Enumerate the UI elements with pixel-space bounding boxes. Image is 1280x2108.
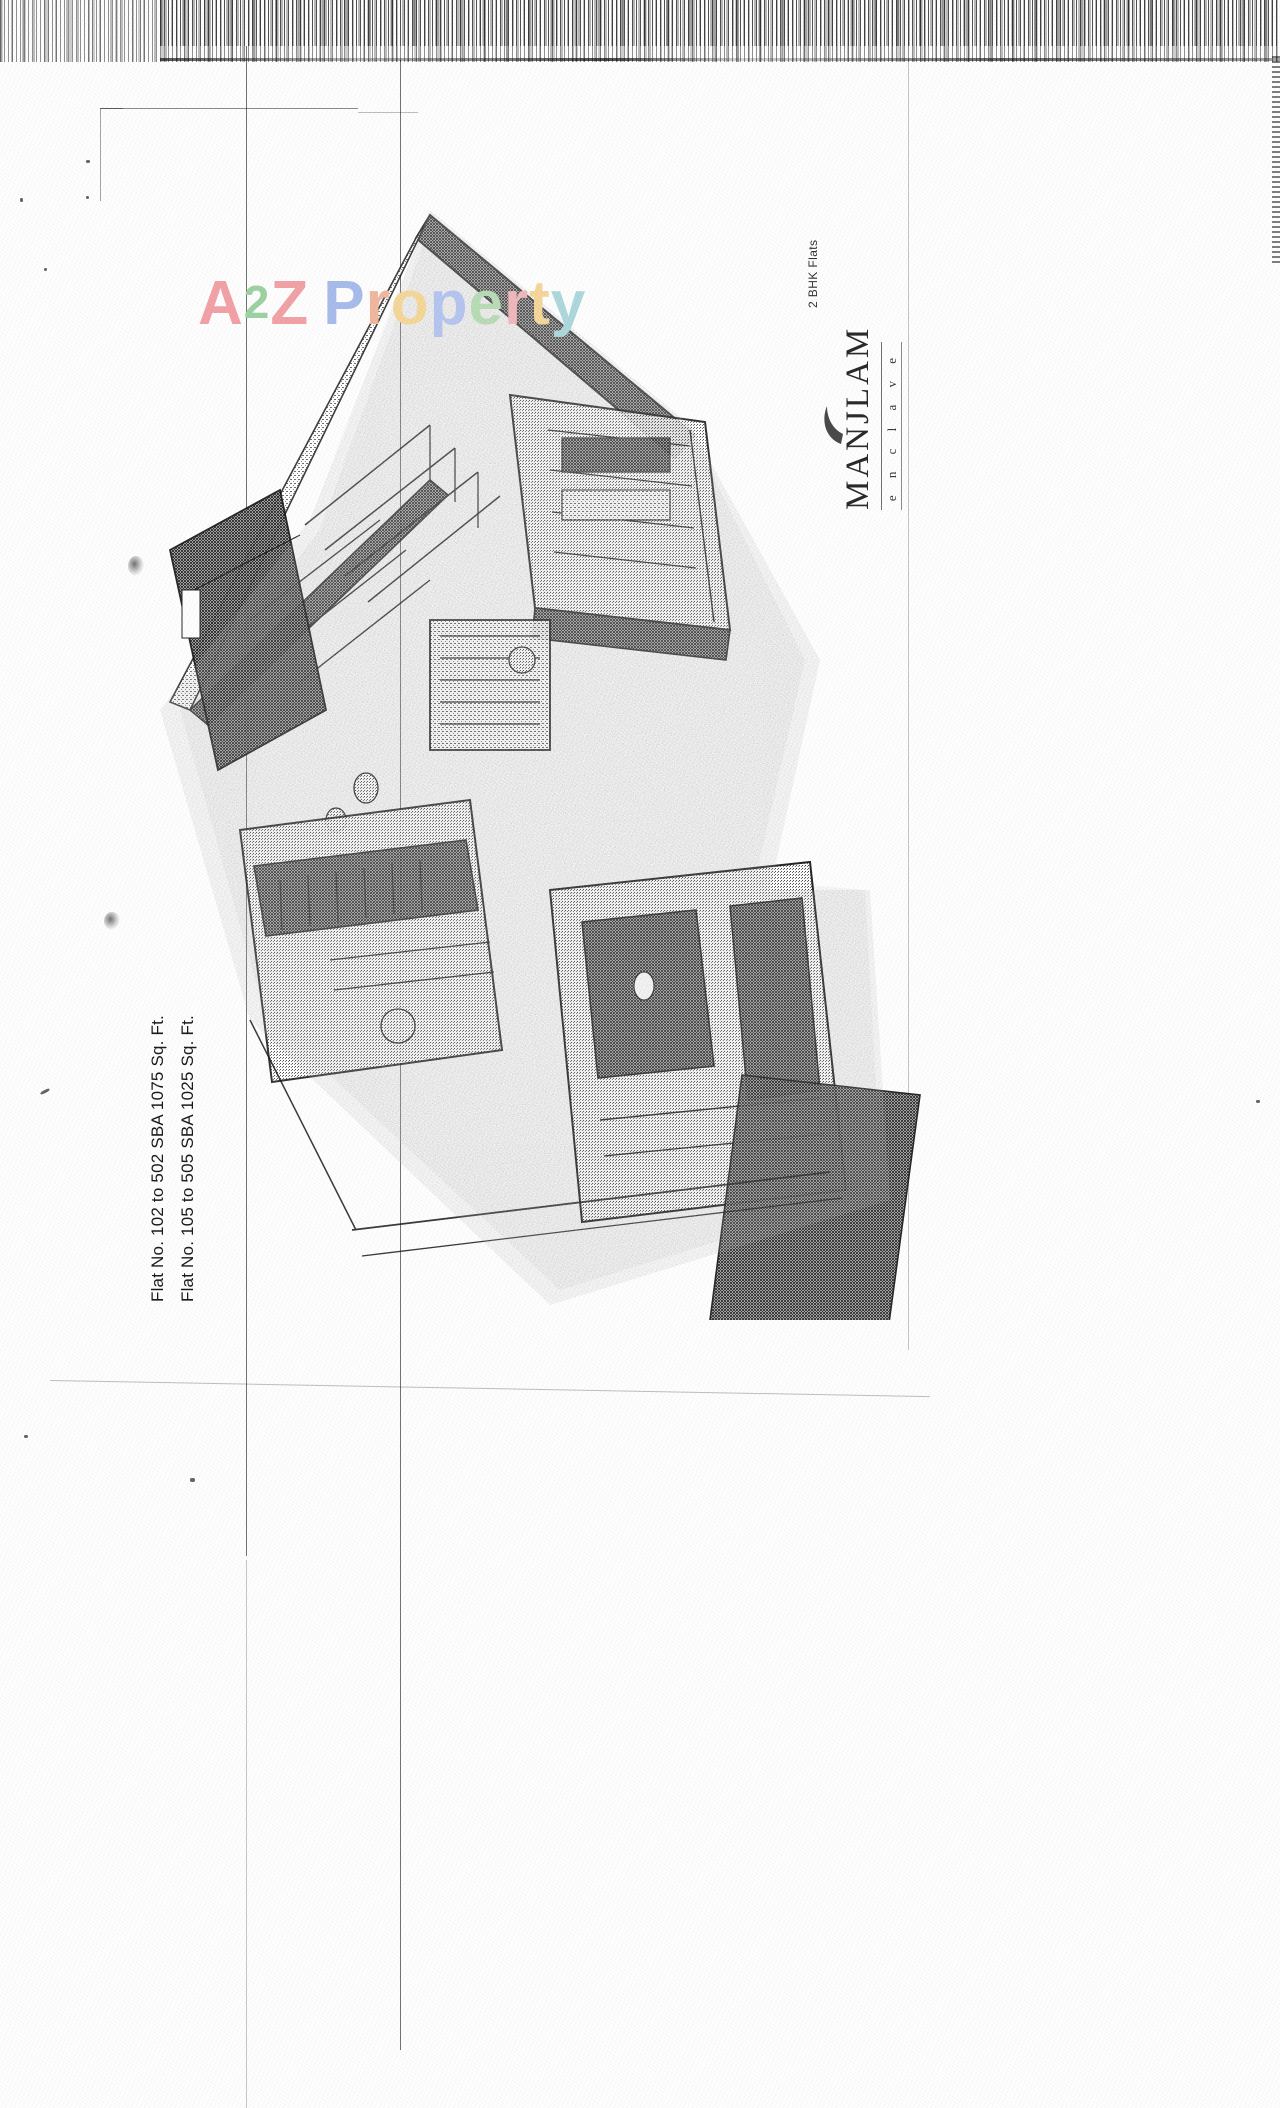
flat-area-label-line-2: Flat No. 105 to 505 SBA 1025 Sq. Ft. [178,1015,197,1302]
sheet-edge-bottom [49,1380,930,1398]
scan-smudge [104,912,120,930]
swoosh-icon [824,406,843,444]
fold-line-left-lower [246,1560,247,2108]
watermark-letter-p: P [323,269,366,338]
watermark-letter-e: e [468,269,504,338]
floor-plan-drawing [130,190,930,1320]
scan-smudge [128,556,144,576]
watermark-letter-t: t [529,269,551,338]
project-brand-block: MANJLAM e n c l a v e 2 BHK Flats [806,210,902,510]
scan-speck [24,1435,28,1438]
fold-line-right [908,60,909,1350]
scan-speck [86,196,89,199]
brand-name: MANJLAM [840,325,876,510]
fold-line-left [246,46,247,1556]
watermark-letter-a: A [198,269,244,338]
scan-speck [44,268,47,271]
watermark-letter-r2: r [503,269,530,338]
watermark-space [309,268,323,339]
watermark-letter-2: 2 [243,276,271,328]
edge-line-top-a [100,108,358,109]
scan-speck [20,198,23,202]
scan-speck [39,1087,51,1096]
edge-line-top-b [358,112,418,113]
fold-line-center [400,60,401,2050]
corner-crop-mark [100,108,123,201]
scan-noise-right-strip [1272,56,1280,266]
brand-tagline: e n c l a v e [881,342,902,510]
scan-speck [190,1478,195,1482]
watermark-letter-y: y [550,269,587,338]
a2z-property-watermark: A2Z Property [198,268,586,339]
scan-edge-line [160,58,1280,61]
flat-area-label-line-1: Flat No. 102 to 502 SBA 1075 Sq. Ft. [148,1015,167,1302]
watermark-letter-p2: p [429,269,469,338]
scan-speck [1256,1100,1260,1103]
brand-subtitle: 2 BHK Flats [806,239,820,308]
watermark-letter-z: Z [270,269,310,338]
watermark-letter-o: o [390,269,430,338]
scan-speck [86,160,90,163]
watermark-letter-r: r [365,269,391,338]
scan-noise-artifact-dense [160,0,1280,46]
